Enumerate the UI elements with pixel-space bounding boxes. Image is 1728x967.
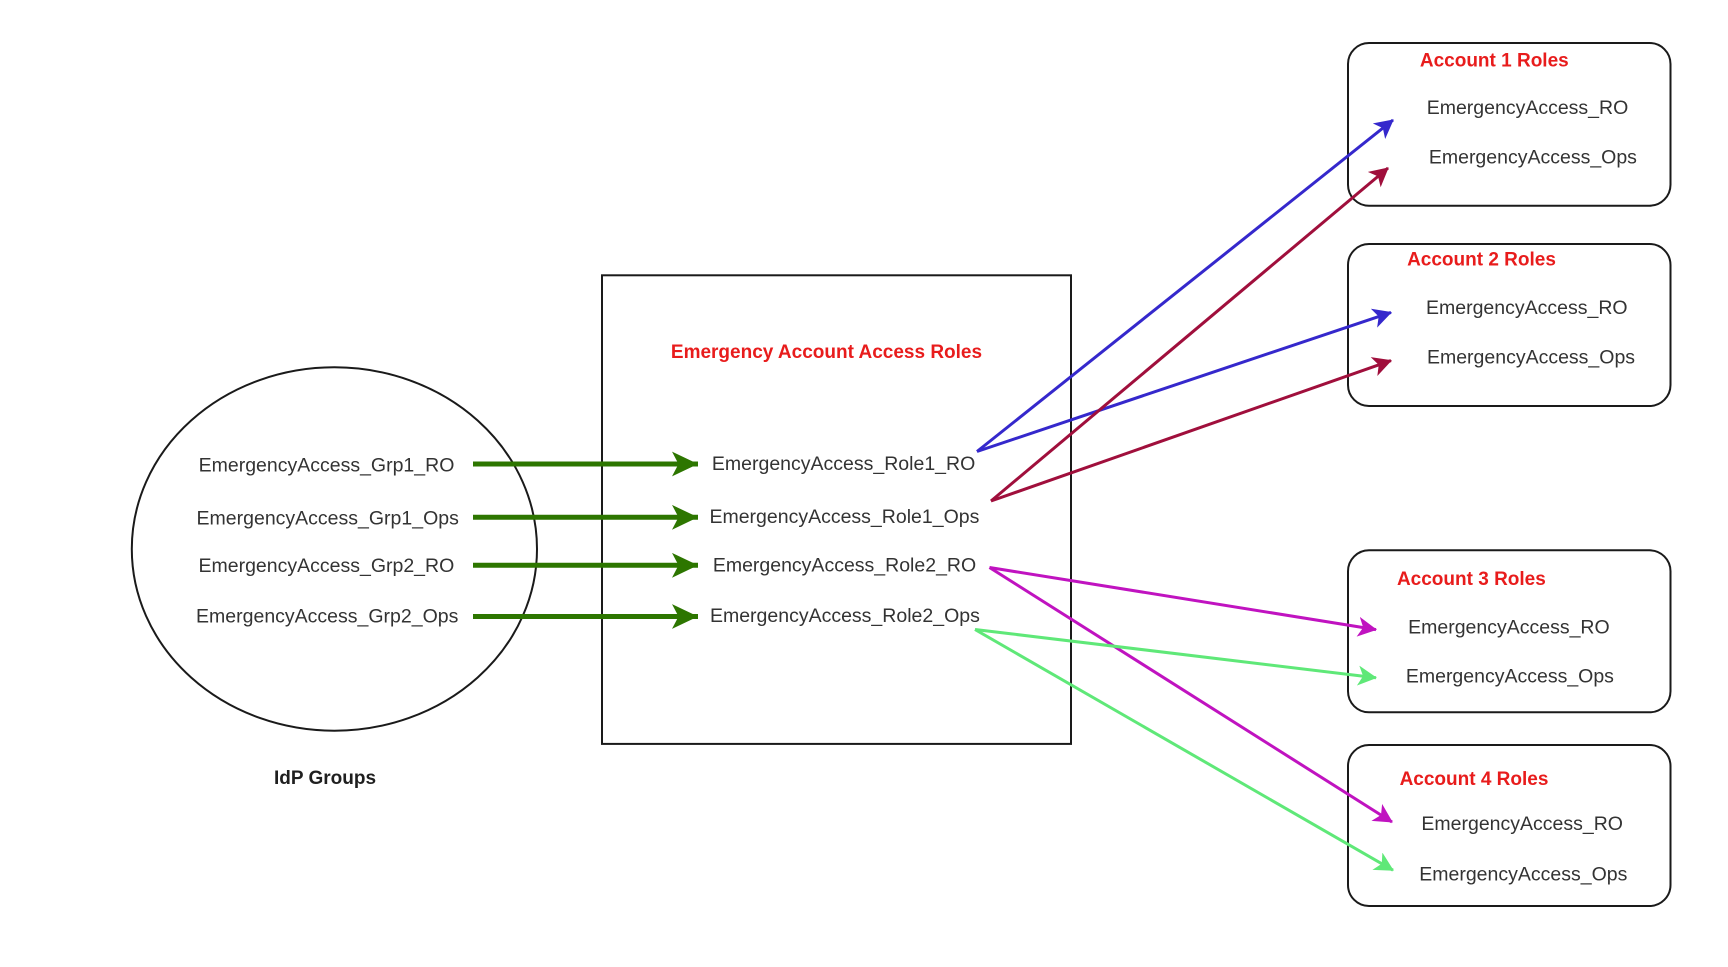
svg-text:EmergencyAccess_Grp2_Ops: EmergencyAccess_Grp2_Ops	[196, 606, 459, 628]
svg-text:EmergencyAccess_Ops: EmergencyAccess_Ops	[1427, 346, 1635, 368]
svg-text:EmergencyAccess_Grp1_Ops: EmergencyAccess_Grp1_Ops	[197, 508, 460, 530]
svg-text:EmergencyAccess_RO: EmergencyAccess_RO	[1421, 813, 1623, 835]
svg-text:Account 4 Roles: Account 4 Roles	[1400, 769, 1549, 790]
svg-text:EmergencyAccess_Ops: EmergencyAccess_Ops	[1406, 666, 1614, 688]
svg-text:EmergencyAccess_RO: EmergencyAccess_RO	[1427, 97, 1629, 119]
svg-text:EmergencyAccess_Role2_Ops: EmergencyAccess_Role2_Ops	[710, 605, 980, 627]
svg-text:IdP Groups: IdP Groups	[274, 768, 376, 789]
svg-text:EmergencyAccess_Grp2_RO: EmergencyAccess_Grp2_RO	[199, 555, 455, 577]
svg-text:EmergencyAccess_Ops: EmergencyAccess_Ops	[1419, 864, 1627, 886]
svg-text:Account 3 Roles: Account 3 Roles	[1397, 569, 1546, 590]
svg-text:EmergencyAccess_Role2_RO: EmergencyAccess_Role2_RO	[713, 555, 976, 577]
svg-text:Account 2 Roles: Account 2 Roles	[1407, 250, 1556, 271]
svg-text:EmergencyAccess_Role1_Ops: EmergencyAccess_Role1_Ops	[709, 506, 979, 528]
svg-text:EmergencyAccess_RO: EmergencyAccess_RO	[1408, 616, 1610, 638]
svg-text:EmergencyAccess_RO: EmergencyAccess_RO	[1426, 297, 1628, 319]
svg-text:EmergencyAccess_Ops: EmergencyAccess_Ops	[1429, 146, 1637, 168]
svg-text:Account 1 Roles: Account 1 Roles	[1420, 51, 1569, 72]
svg-text:EmergencyAccess_Role1_RO: EmergencyAccess_Role1_RO	[712, 453, 975, 475]
svg-text:EmergencyAccess_Grp1_RO: EmergencyAccess_Grp1_RO	[199, 455, 455, 477]
svg-text:Emergency Account Access Roles: Emergency Account Access Roles	[671, 342, 982, 363]
